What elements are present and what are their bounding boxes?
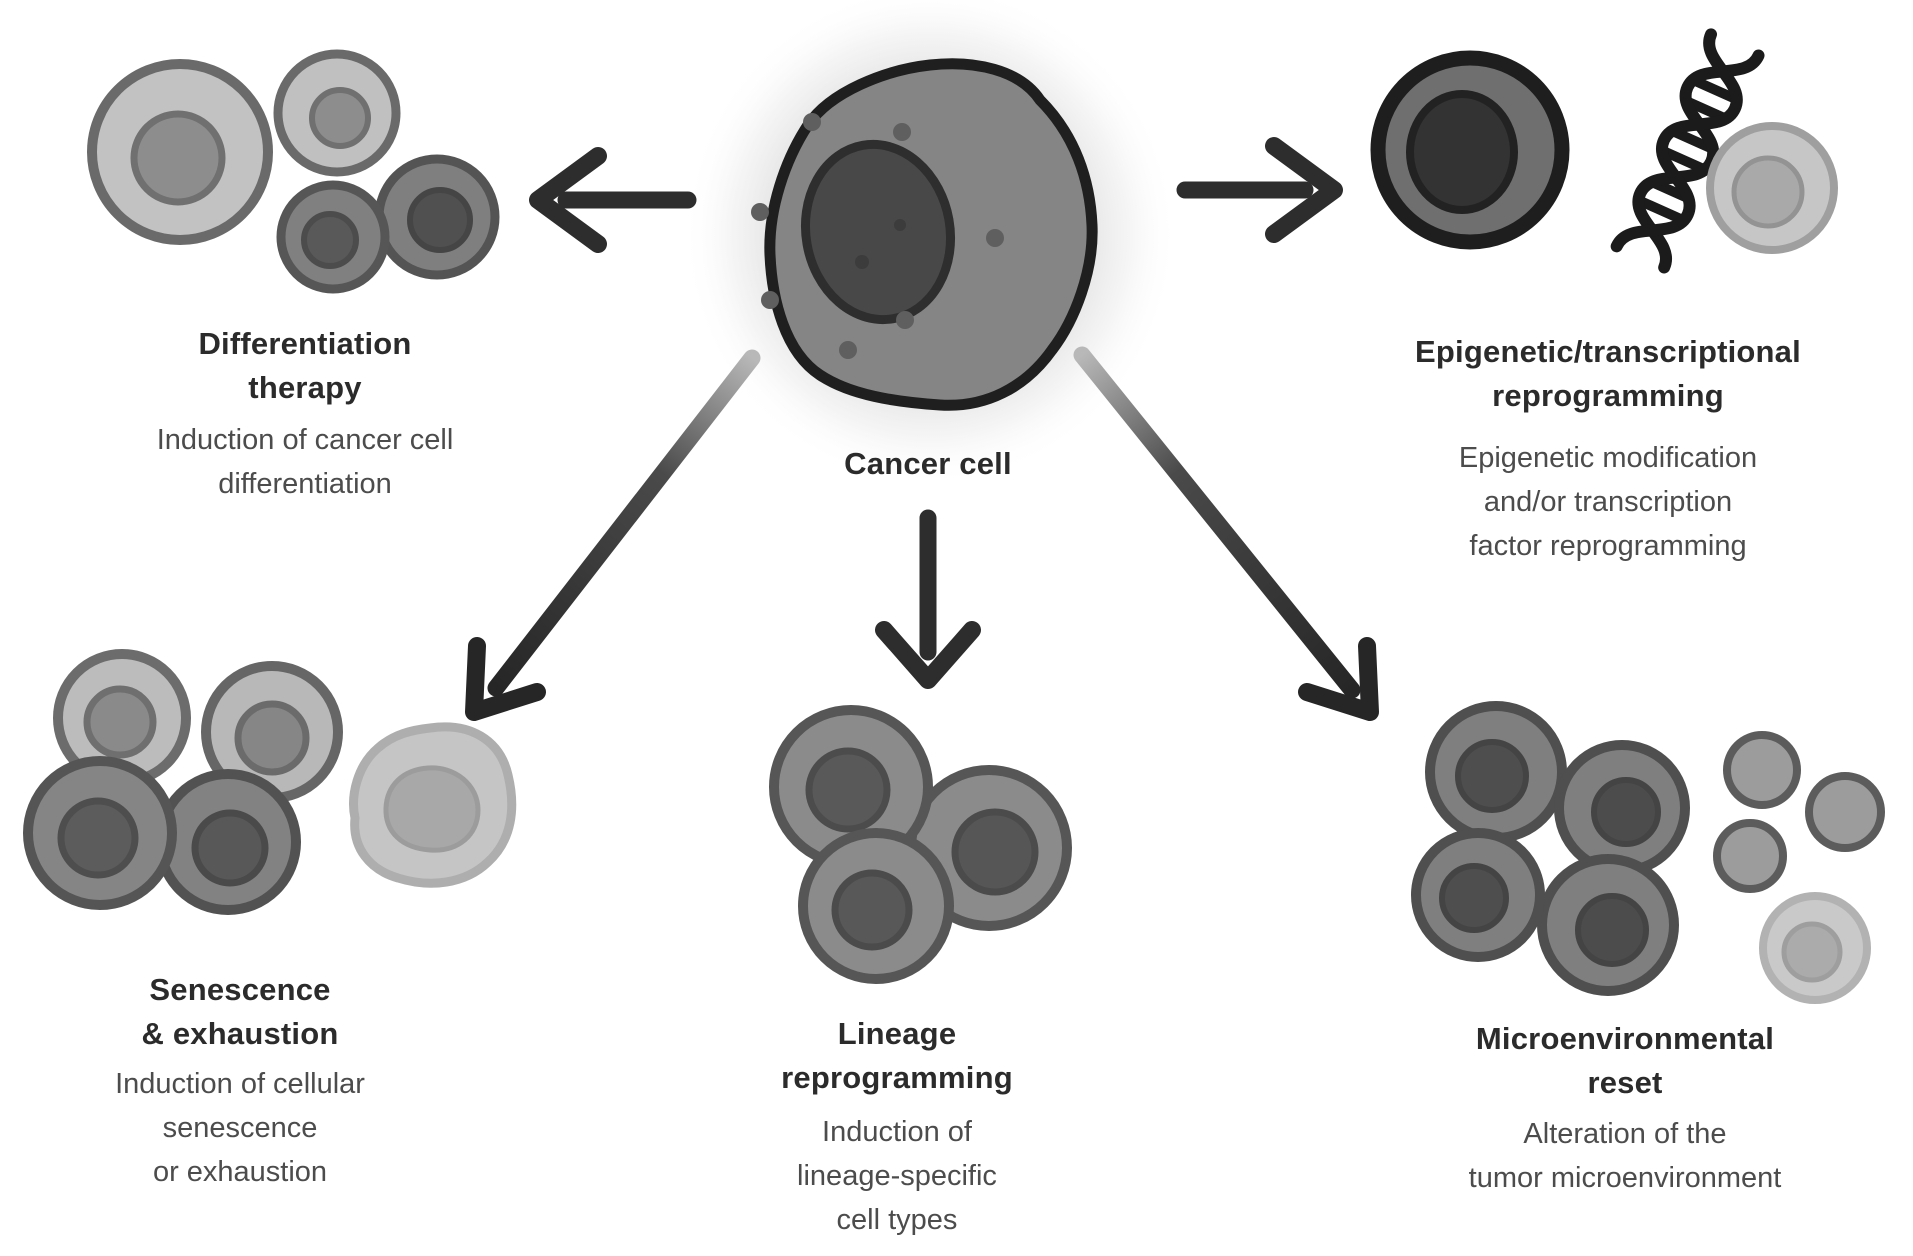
senescent-cells-icon — [23, 649, 517, 915]
microenvironment-cells-icon — [1411, 701, 1885, 1004]
lineage-cells-icon — [769, 705, 1072, 984]
differentiation-description: Induction of cancer cell differentiation — [156, 424, 454, 500]
differentiated-cells-icon — [87, 49, 500, 294]
reprogrammed-nucleus-cell-icon — [1370, 50, 1570, 250]
cancer-cell-label: Cancer cell — [844, 446, 1012, 481]
senescence-title: Senescence & exhaustion — [141, 972, 339, 1051]
lineage-description: Induction of lineage-specific cell types — [797, 1116, 997, 1236]
arrow-down-icon — [875, 509, 981, 689]
reprogrammed-cell-icon — [1706, 122, 1838, 254]
cancer-cell-nucleus — [800, 139, 956, 325]
dna-helix-icon — [1610, 28, 1765, 274]
cancer-nucleus-dots — [855, 219, 906, 269]
arrow-diagonal-right-icon — [1073, 346, 1379, 721]
cancer-cell-icon — [751, 58, 1098, 411]
arrow-left-icon — [529, 147, 697, 253]
microenvironment-title: Microenvironmental reset — [1475, 1021, 1775, 1100]
differentiation-title: Differentiation therapy — [198, 326, 412, 405]
cancer-cell-granules — [751, 113, 1004, 359]
epigenetic-title: Epigenetic/transcriptional reprogramming — [1415, 334, 1801, 413]
microenvironment-description: Alteration of the tumor microenvironment — [1468, 1118, 1782, 1194]
senescence-description: Induction of cellular senescence or exha… — [115, 1068, 365, 1188]
epigenetic-description: Epigenetic modification and/or transcrip… — [1458, 442, 1758, 562]
arrow-diagonal-left-icon — [465, 349, 761, 721]
lineage-title: Lineage reprogramming — [781, 1016, 1013, 1095]
arrow-right-icon — [1176, 137, 1343, 243]
